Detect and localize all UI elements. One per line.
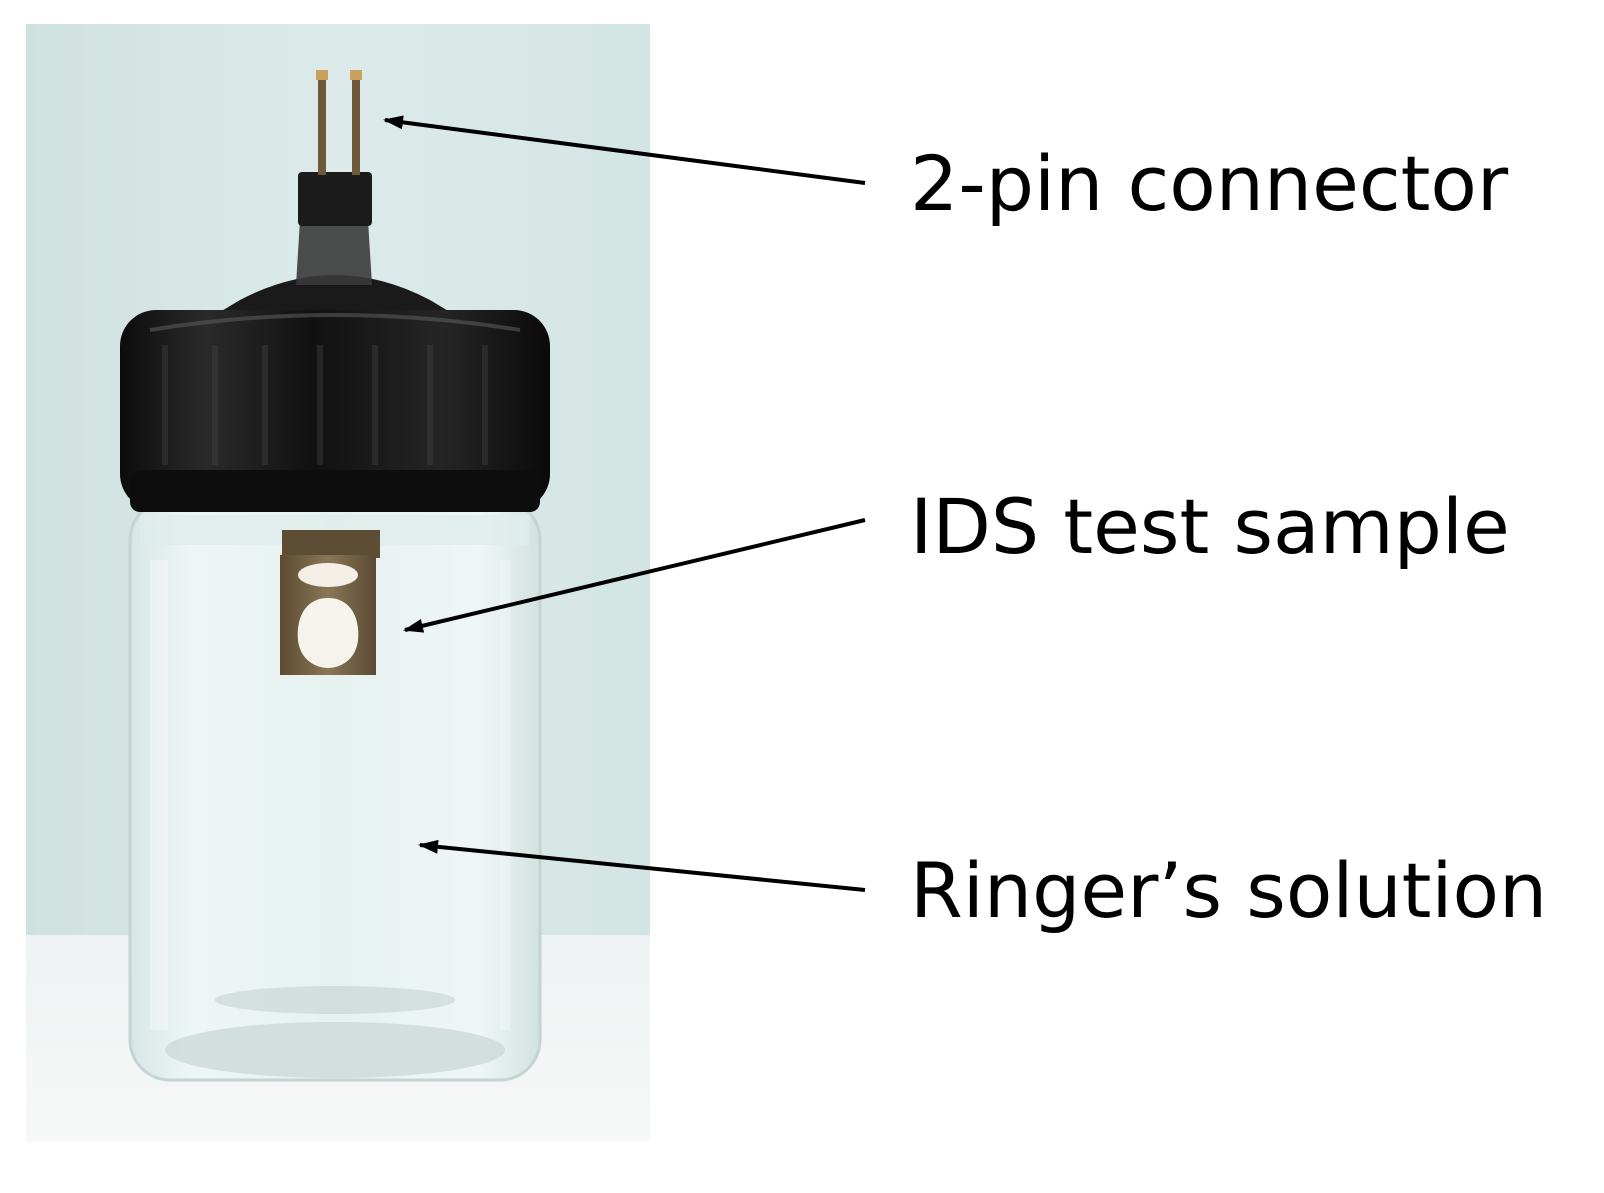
- label-connector: 2-pin connector: [910, 139, 1509, 228]
- arrow-connector: [383, 115, 866, 185]
- arrow-sample: [403, 518, 866, 633]
- annotation-labels: 2-pin connector IDS test sample Ringer’s…: [910, 139, 1547, 935]
- annotation-arrows: [383, 115, 866, 892]
- glass-jar: [128, 498, 542, 1082]
- black-cap: [120, 275, 550, 512]
- pin-connector: [296, 70, 372, 285]
- label-sample: IDS test sample: [910, 482, 1510, 571]
- photo: [26, 24, 650, 1142]
- arrow-solution: [418, 839, 866, 892]
- test-sample-strip: [280, 530, 380, 675]
- label-solution: Ringer’s solution: [910, 846, 1547, 935]
